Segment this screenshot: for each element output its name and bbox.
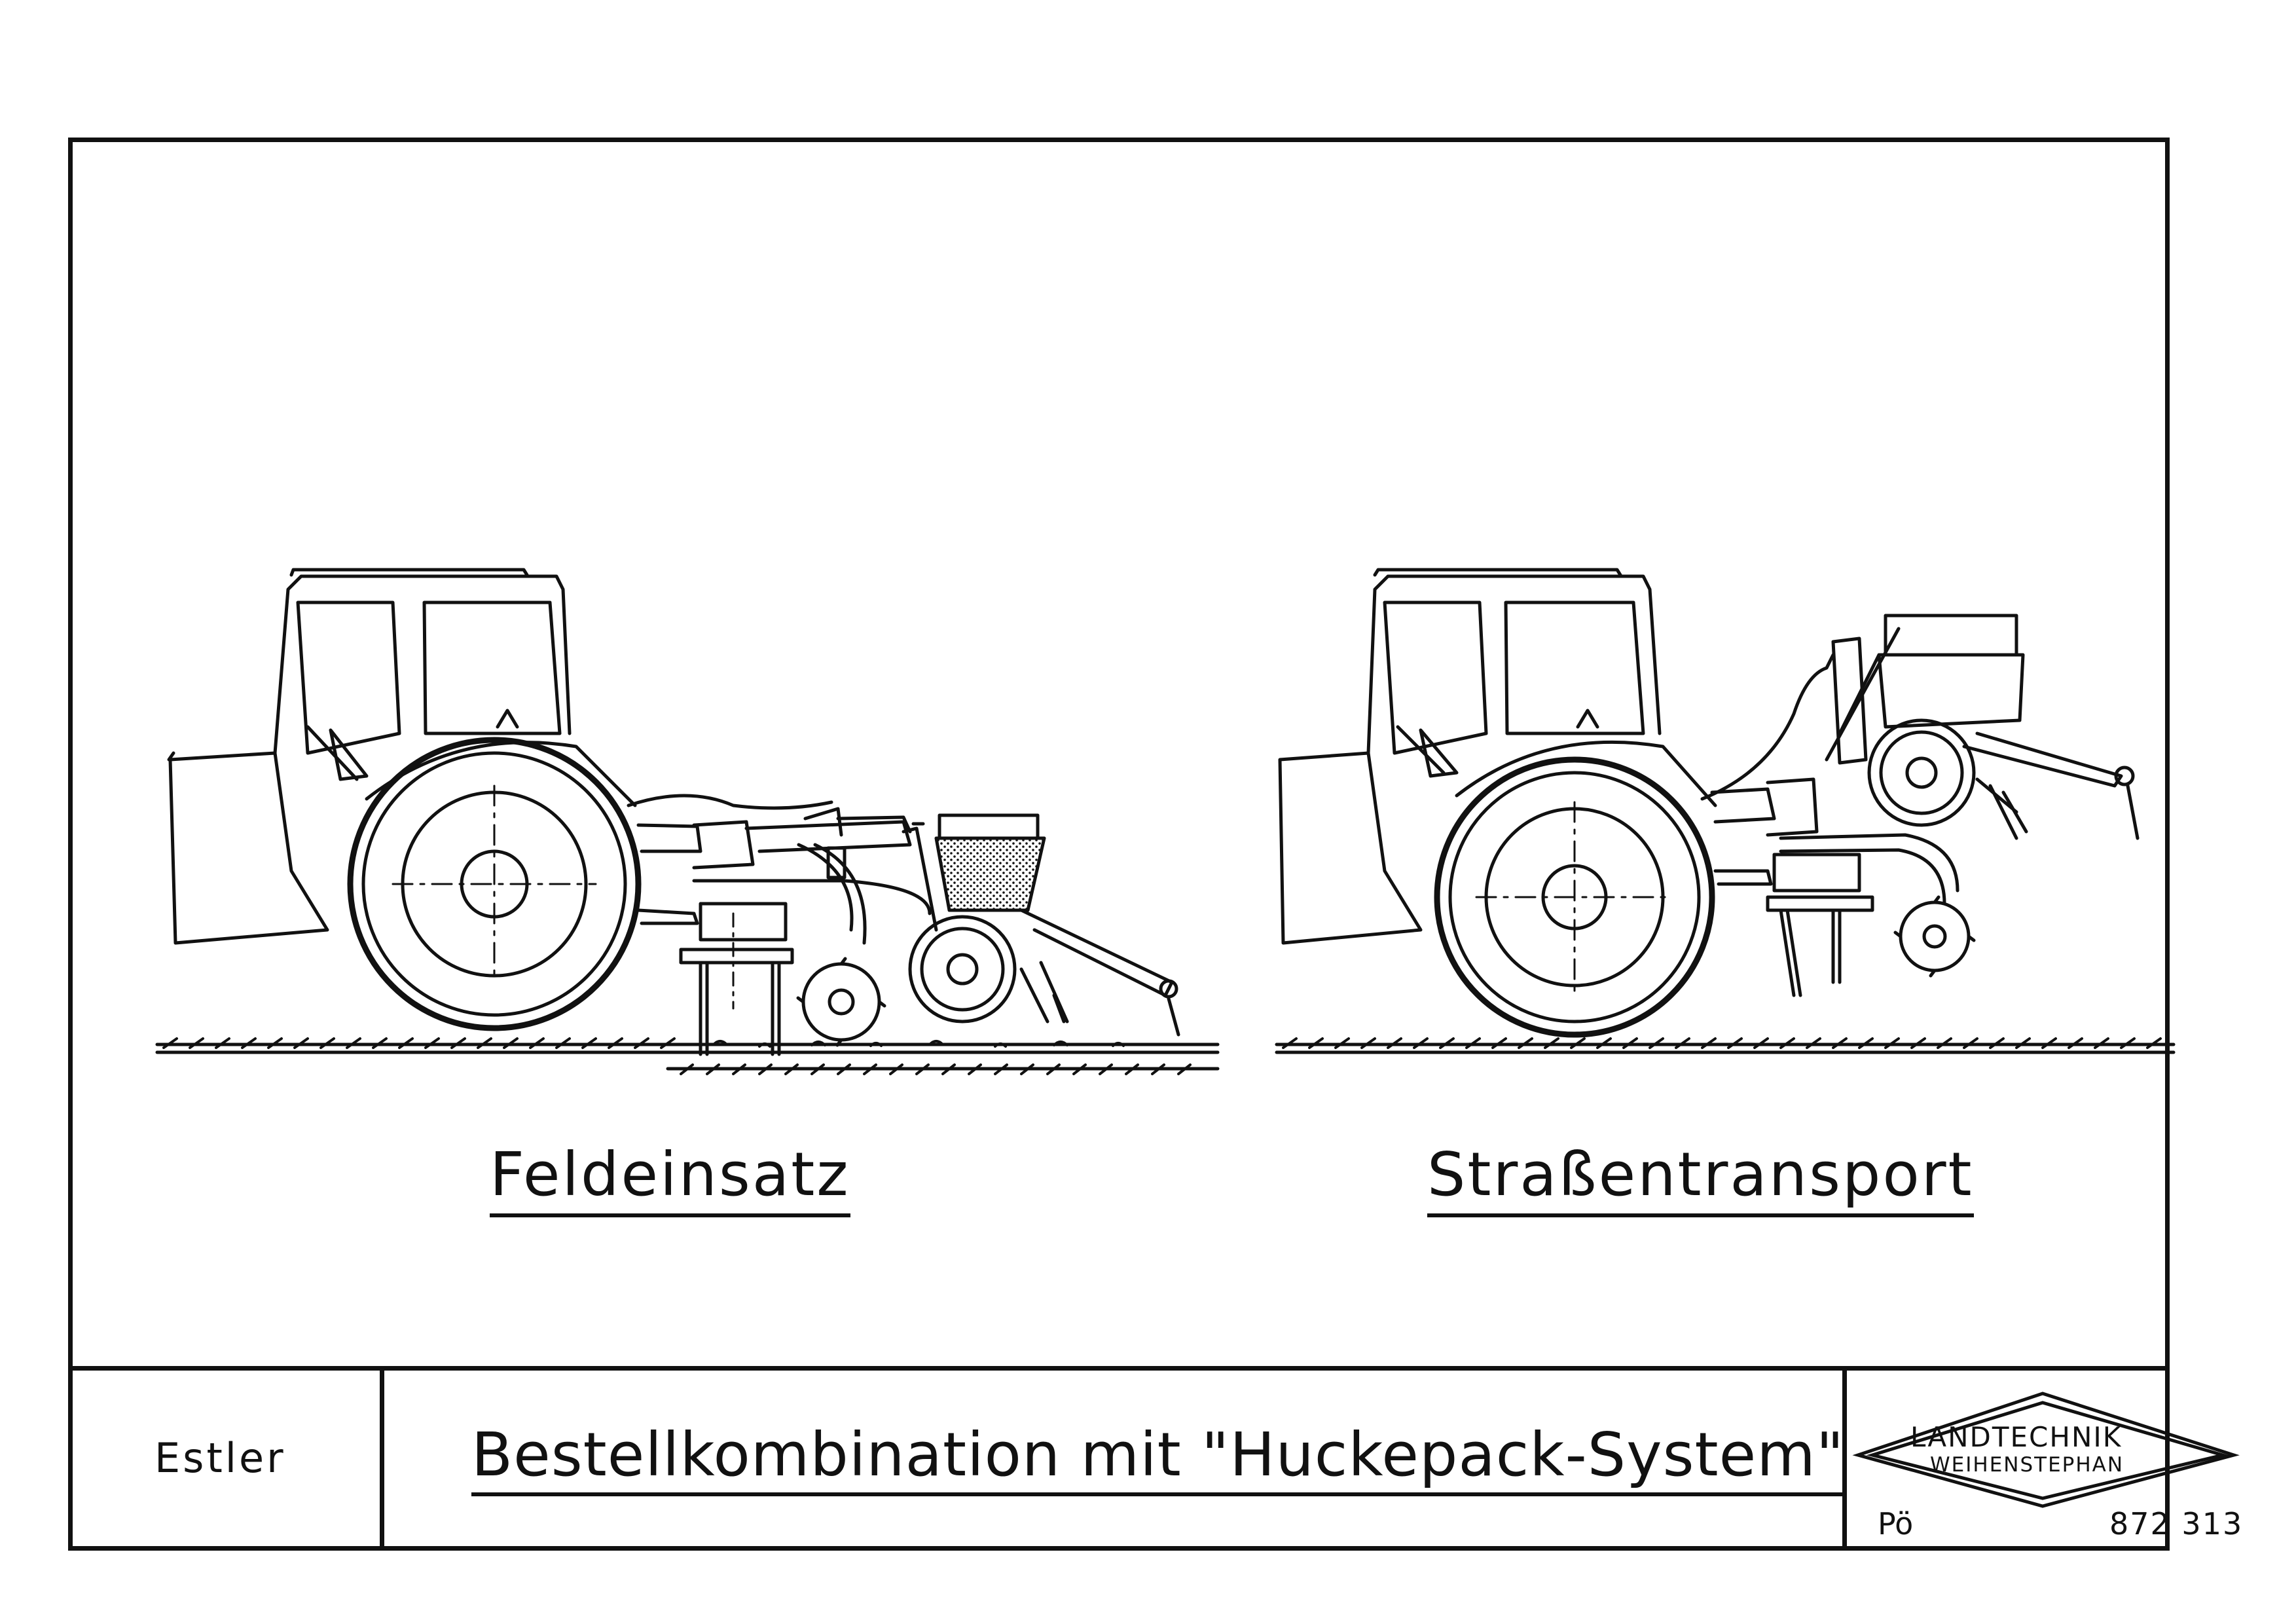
caption-field-operation: Feldeinsatz xyxy=(490,1139,850,1217)
logo-text-line1: LANDTECHNIK xyxy=(1910,1421,2123,1453)
author-name: Estler xyxy=(155,1434,286,1482)
drawing-frame xyxy=(68,138,2170,1551)
tractor-transport-illustration xyxy=(1275,568,2176,1054)
title-block xyxy=(68,1366,2170,1551)
drawing-number: 872 313 xyxy=(2109,1506,2244,1541)
tractor-field-illustration xyxy=(155,568,1220,1075)
title-block-divider xyxy=(1842,1366,1847,1551)
title-block-divider xyxy=(380,1366,384,1551)
logo-text-line2: WEIHENSTEPHAN xyxy=(1930,1453,2124,1477)
logo-emblem xyxy=(1852,1392,2240,1508)
drawing-title: Bestellkombination mit "Huckepack-System… xyxy=(471,1420,1845,1496)
caption-road-transport: Straßentransport xyxy=(1427,1139,1974,1217)
drawer-initials: Pö xyxy=(1878,1506,1914,1541)
